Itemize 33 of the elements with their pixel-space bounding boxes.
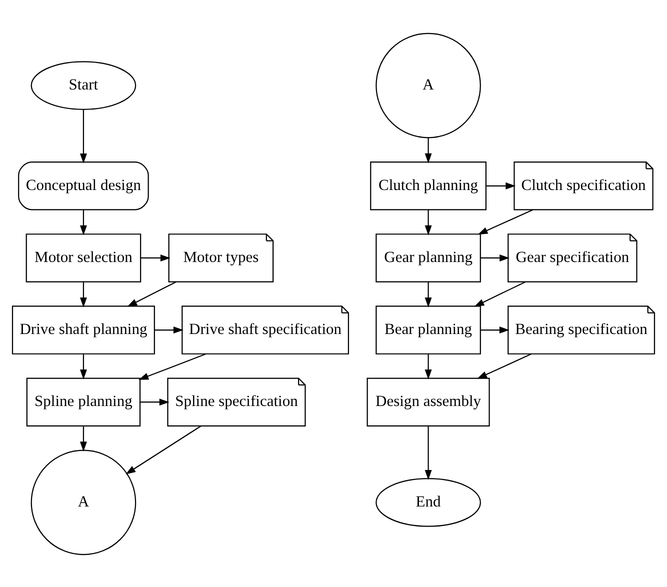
arrow bbox=[80, 108, 87, 163]
arrow bbox=[478, 208, 533, 234]
arrow bbox=[474, 280, 526, 306]
arrow bbox=[424, 425, 432, 480]
arrow bbox=[80, 425, 87, 452]
node-ellipse: End bbox=[376, 478, 481, 526]
arrow bbox=[480, 254, 510, 261]
node-box: Clutch planning bbox=[370, 161, 487, 210]
node-box: Design assembly bbox=[366, 377, 490, 426]
node-box: Gear planning bbox=[376, 233, 481, 282]
node-ellipse: Start bbox=[30, 60, 136, 110]
arrow bbox=[477, 353, 532, 378]
arrow bbox=[127, 280, 176, 306]
arrow bbox=[140, 254, 170, 261]
arrow bbox=[80, 209, 87, 235]
arrow bbox=[80, 354, 87, 380]
arrow bbox=[138, 353, 206, 380]
arrow bbox=[424, 281, 432, 307]
arrow bbox=[480, 326, 510, 334]
node-box: Spline planning bbox=[26, 377, 141, 426]
arrow bbox=[154, 326, 184, 334]
arrow bbox=[424, 137, 432, 163]
node-box: Conceptual design bbox=[18, 161, 149, 210]
arrow bbox=[424, 354, 432, 380]
arrow bbox=[126, 425, 202, 474]
node-box: Drive shaft planning bbox=[12, 305, 155, 354]
arrow bbox=[424, 209, 432, 235]
arrow bbox=[80, 281, 87, 307]
node-circle: A bbox=[376, 32, 481, 138]
node-box: Motor selection bbox=[26, 233, 142, 282]
arrow bbox=[486, 182, 516, 189]
node-box: Bear planning bbox=[376, 305, 481, 354]
arrow bbox=[140, 398, 170, 406]
